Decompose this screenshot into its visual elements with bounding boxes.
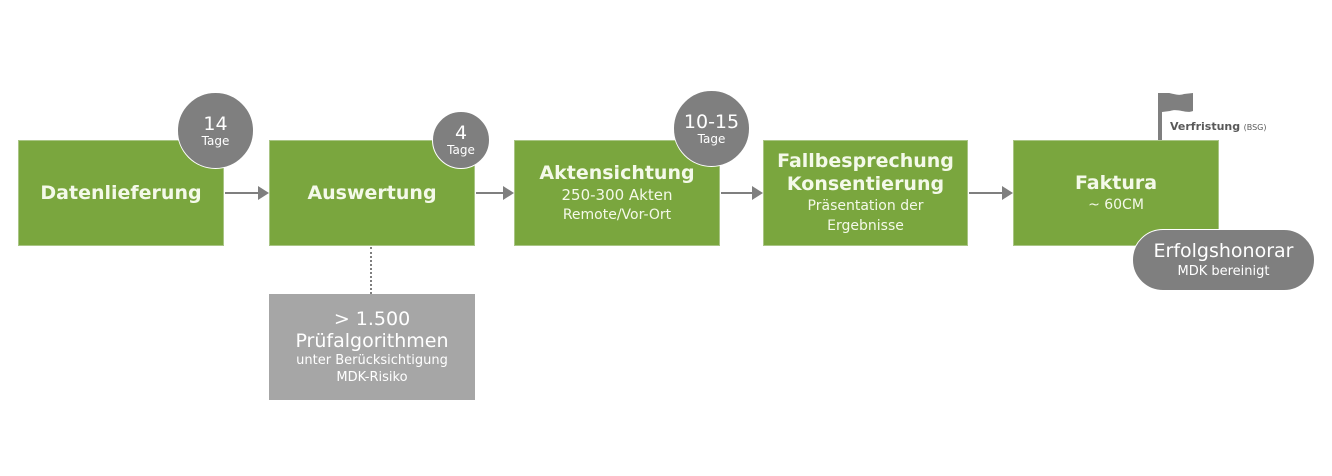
algorithms-note-2: MDK-Risiko (336, 370, 408, 385)
step-title: Datenlieferung (40, 181, 202, 204)
fee-subtitle: MDK bereinigt (1177, 263, 1270, 279)
duration-unit: Tage (697, 131, 726, 146)
step-subtitle: ~ 60CM (1088, 196, 1144, 213)
step-subtitle: 250-300 Akten (561, 185, 673, 204)
milestone-note: (BSG) (1243, 123, 1267, 132)
algorithms-count: > 1.500 (333, 308, 411, 330)
duration-badge: 4 Tage (432, 111, 490, 169)
duration-value: 10-15 (683, 110, 740, 133)
arrow-connector (476, 186, 514, 200)
step-fallbesprechung: Fallbesprechung Konsentierung Präsentati… (763, 140, 968, 246)
algorithms-label: Prüfalgorithmen (295, 330, 449, 352)
flag-pole (1158, 93, 1162, 140)
step-aktensichtung: Aktensichtung 250-300 Akten Remote/Vor-O… (514, 140, 720, 246)
fee-badge: Erfolgshonorar MDK bereinigt (1132, 229, 1315, 291)
milestone-text: Verfristung (1170, 120, 1241, 133)
duration-unit: Tage (201, 133, 230, 148)
milestone-label: Verfristung (BSG) (1170, 120, 1267, 133)
step-title-2: Konsentierung (786, 173, 945, 195)
step-title: Aktensichtung (539, 161, 695, 184)
duration-unit: Tage (447, 143, 475, 157)
algorithms-box: > 1.500 Prüfalgorithmen unter Berücksich… (269, 294, 475, 400)
dotted-connector (370, 247, 372, 294)
duration-value: 14 (203, 112, 228, 135)
algorithms-note: unter Berücksichtigung (296, 353, 448, 368)
step-title: Auswertung (307, 181, 437, 204)
step-subtitle: Präsentation der (807, 198, 924, 214)
step-subtitle: Remote/Vor-Ort (562, 206, 672, 223)
fee-title: Erfolgshonorar (1153, 239, 1294, 262)
duration-value: 4 (454, 122, 468, 144)
duration-badge: 10-15 Tage (673, 90, 750, 167)
arrow-connector (225, 186, 269, 200)
arrow-connector (721, 186, 763, 200)
step-title: Fallbesprechung (777, 150, 954, 172)
arrow-connector (969, 186, 1013, 200)
duration-badge: 14 Tage (177, 92, 254, 169)
flag-icon (1162, 93, 1193, 112)
step-title: Faktura (1074, 171, 1158, 194)
step-faktura: Faktura ~ 60CM (1013, 140, 1219, 246)
step-subtitle: Ergebnisse (827, 218, 904, 234)
